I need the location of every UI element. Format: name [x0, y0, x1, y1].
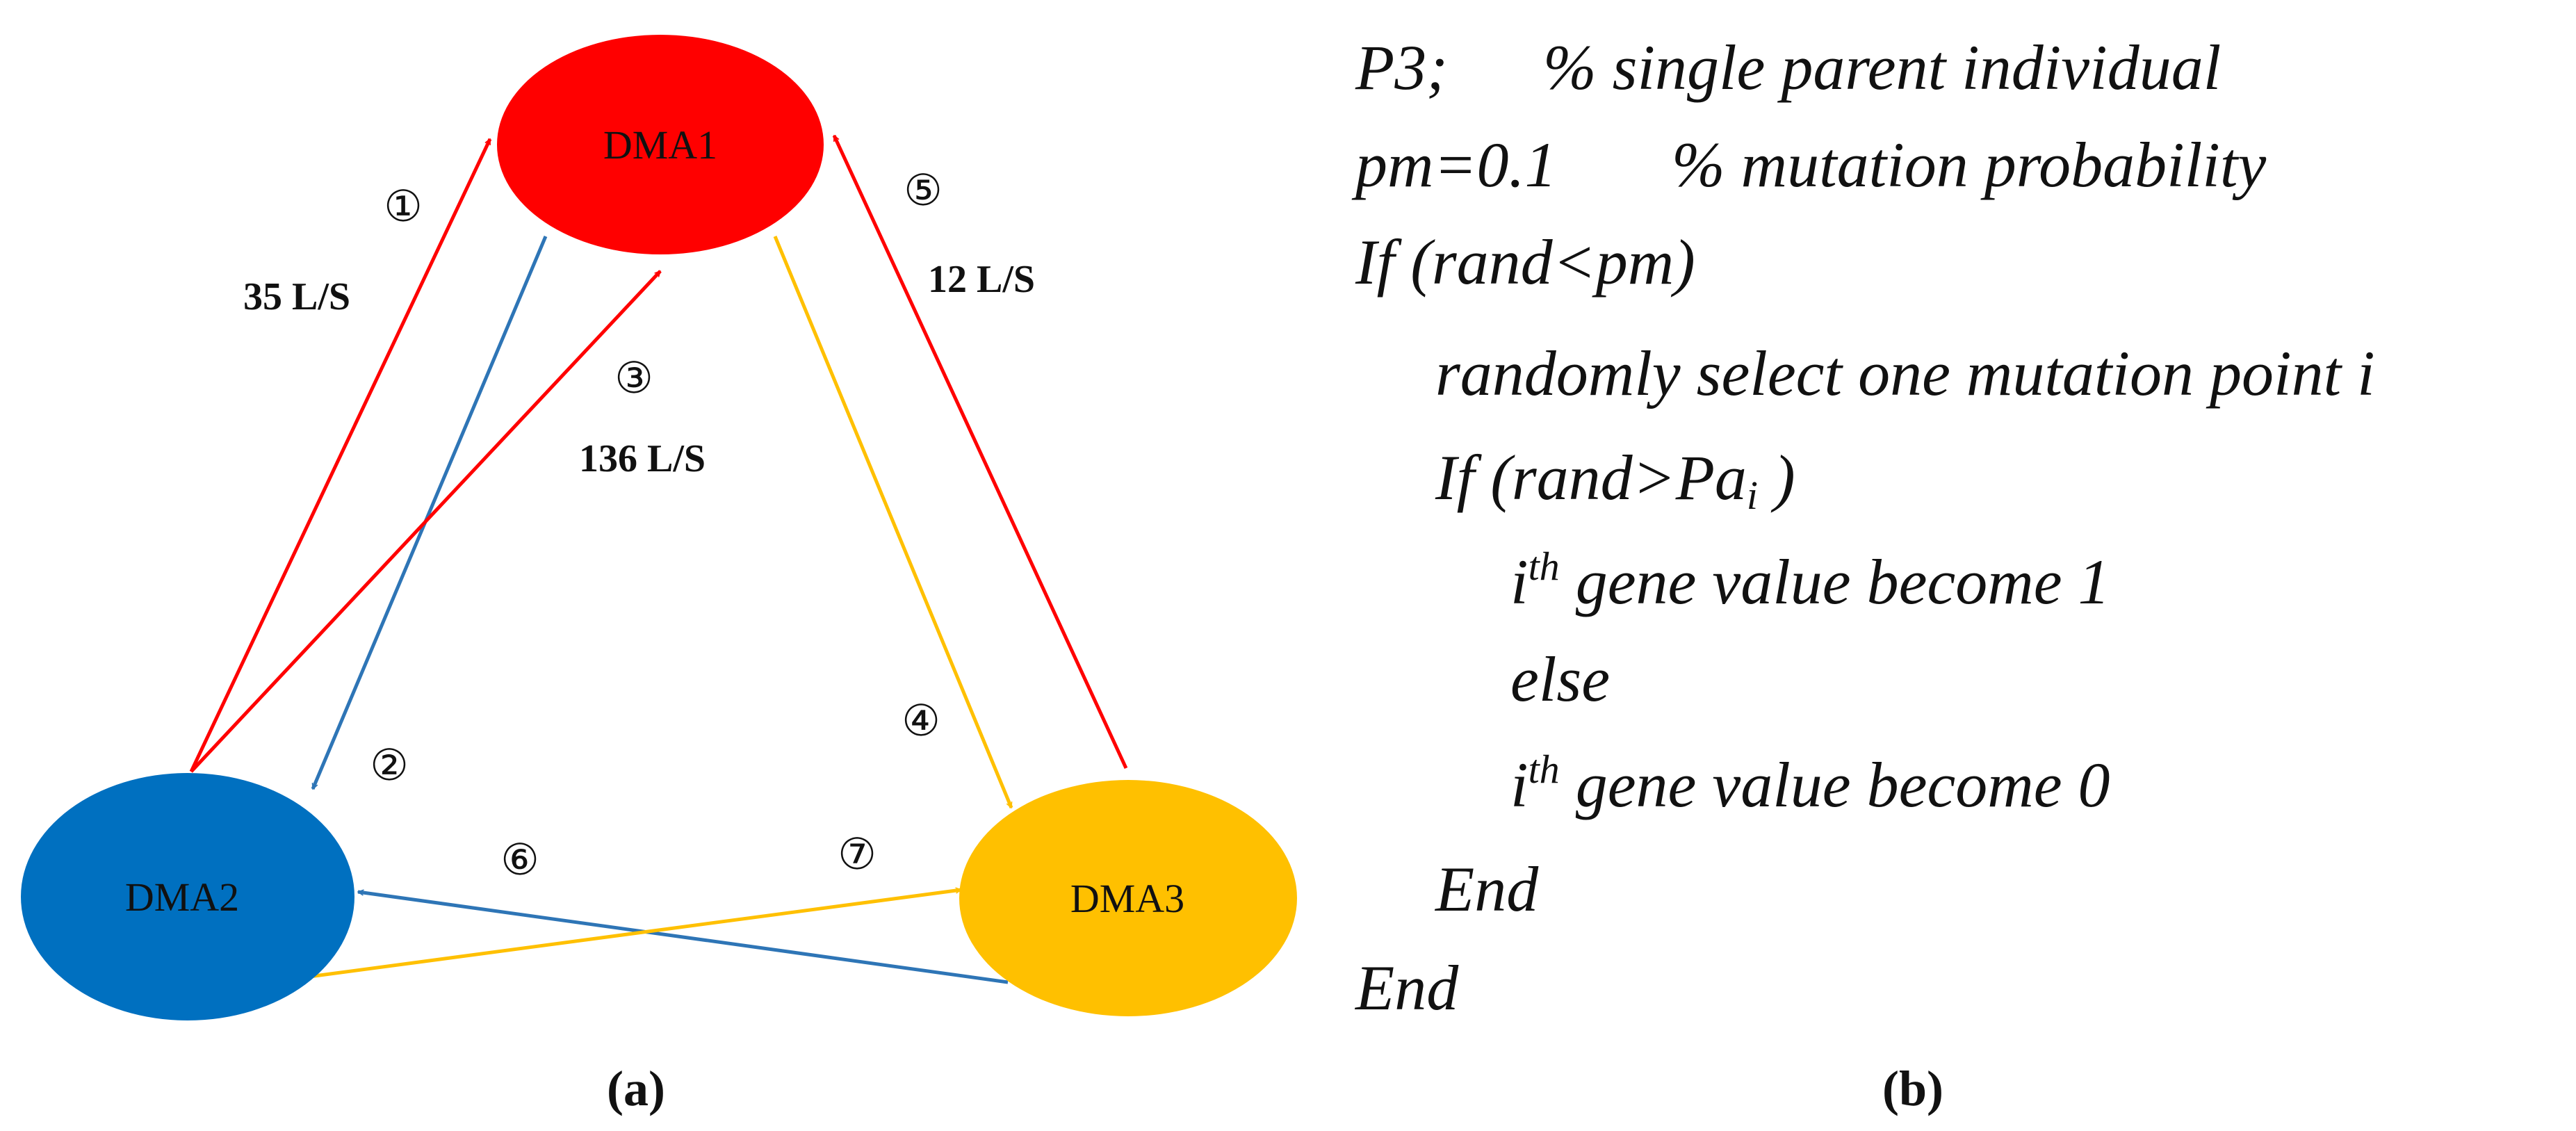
code-line-1-statement: P3; [1355, 32, 1448, 103]
code-line-6-rest: gene value become 1 [1560, 546, 2110, 617]
edge-4-number: ④ [902, 695, 940, 746]
edge-5 [832, 136, 1128, 770]
code-line-5: If (rand>Pai ) [1435, 442, 1795, 518]
code-line-5-suffix: ) [1758, 442, 1795, 513]
edge-1-flow: 35 L/S [243, 275, 350, 318]
edge-5-number: ⑤ [904, 165, 943, 215]
code-line-2: pm=0.1 % mutation probability [1351, 129, 2266, 200]
node-dma3 [959, 780, 1297, 1016]
code-line-2-comment: % mutation probability [1672, 129, 2266, 200]
code-line-7: else [1510, 644, 1610, 715]
panel-b-code: P3; % single parent individual pm=0.1 % … [1351, 32, 2375, 1023]
code-line-1: P3; % single parent individual [1355, 32, 2221, 103]
code-line-2-statement: pm=0.1 [1351, 129, 1557, 200]
code-line-8: ith gene value become 0 [1510, 747, 2110, 820]
code-line-3: If (rand<pm) [1355, 227, 1695, 298]
edge-3-number: ③ [614, 352, 653, 403]
code-line-8-rest: gene value become 0 [1560, 749, 2110, 820]
code-line-5-sub: i [1747, 473, 1758, 518]
node-dma1-label: DMA1 [603, 122, 717, 168]
code-line-4: randomly select one mutation point i [1435, 338, 2375, 409]
edge-1 [189, 139, 492, 773]
code-line-8-sup: th [1529, 747, 1560, 792]
code-line-10: End [1354, 952, 1459, 1023]
edge-6 [358, 892, 1009, 984]
code-line-6-base: i [1510, 546, 1529, 617]
code-line-6: ith gene value become 1 [1510, 544, 2110, 617]
node-dma1 [497, 35, 824, 254]
code-line-6-sup: th [1529, 544, 1560, 589]
edge-2-number: ② [370, 740, 409, 790]
node-dma3-label: DMA3 [1070, 876, 1184, 921]
node-dma2 [21, 773, 354, 1020]
code-line-1-comment: % single parent individual [1543, 32, 2221, 103]
edge-7-number: ⑦ [838, 829, 877, 879]
panel-a-label: (a) [607, 1061, 665, 1116]
edge-5-flow: 12 L/S [928, 258, 1035, 301]
edge-4 [773, 236, 1013, 808]
edge-3 [190, 270, 662, 773]
code-line-5-prefix: If (rand>Pa [1435, 442, 1747, 513]
edge-6-number: ⑥ [500, 834, 539, 885]
code-line-9: End [1434, 854, 1539, 925]
edge-7 [309, 890, 961, 979]
code-line-8-base: i [1510, 749, 1529, 820]
edge-2 [311, 236, 548, 789]
panel-b-label: (b) [1882, 1061, 1943, 1116]
node-dma2-label: DMA2 [125, 874, 239, 920]
panel-a-diagram: DMA1 DMA2 DMA3 ① ② ③ ④ ⑤ ⑥ ⑦ 35 L/S 136 … [21, 35, 1297, 1020]
edge-1-number: ① [384, 181, 423, 231]
edge-3-flow: 136 L/S [579, 437, 706, 480]
